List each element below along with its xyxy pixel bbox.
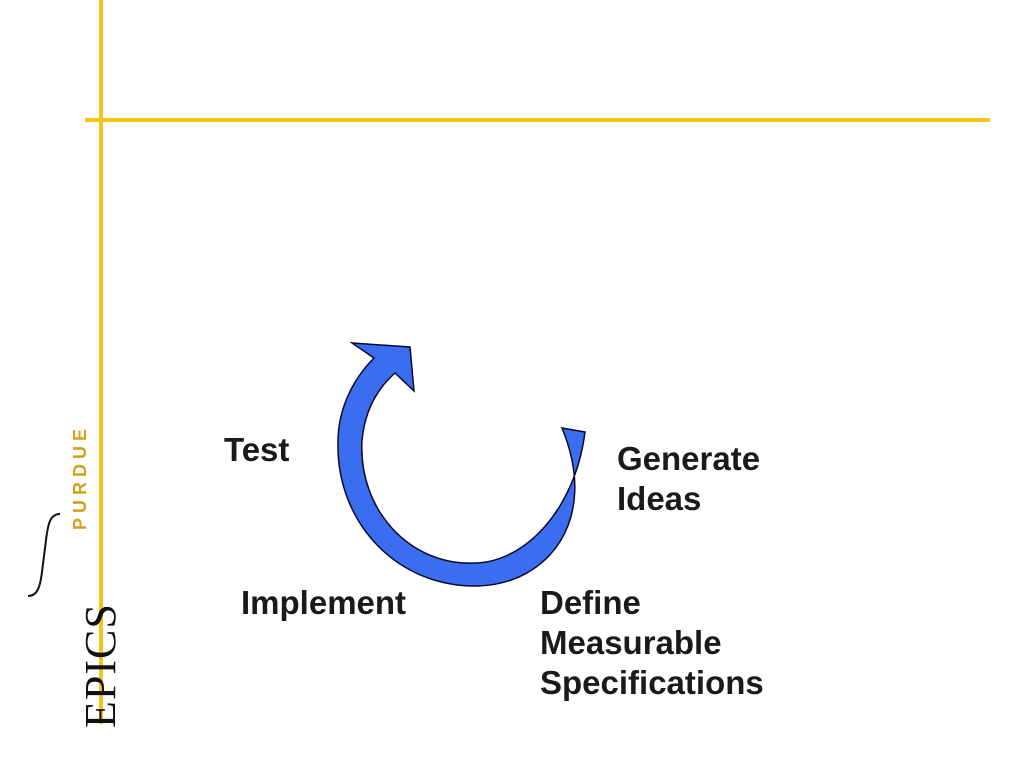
step-define-specs-label: Define Measurable Specifications (540, 583, 764, 703)
accent-vertical-line (99, 0, 103, 724)
step-implement-label: Implement (241, 583, 406, 623)
step-test-label: Test (224, 430, 289, 470)
logo-purdue-text: PURDUE (70, 423, 90, 530)
logo-integral-slash (27, 513, 61, 597)
step-define-line-1: Define (540, 584, 641, 621)
step-test-line-1: Test (224, 431, 290, 468)
step-define-line-2: Measurable (540, 624, 722, 661)
step-generate-ideas-label: Generate Ideas (617, 439, 760, 519)
cycle-arrow (337, 342, 586, 587)
accent-horizontal-line (85, 118, 990, 122)
step-implement-line-1: Implement (241, 584, 407, 621)
logo-epics-text: EPICS (76, 603, 125, 728)
step-generate-line-1: Generate (617, 440, 761, 477)
step-generate-line-2: Ideas (617, 480, 702, 517)
step-define-line-3: Specifications (540, 664, 764, 701)
